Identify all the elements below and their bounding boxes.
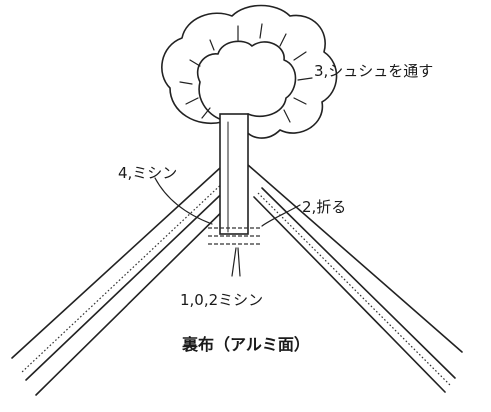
fabric-edge-left — [11, 167, 247, 396]
fabric-edge-right — [247, 164, 463, 393]
scrunchie — [161, 4, 338, 139]
label-step4: 4,ミシン — [118, 164, 177, 182]
label-step1: 1,0,2ミシン — [180, 291, 263, 309]
pointer-lines — [154, 177, 301, 277]
label-step2: 2,折る — [302, 198, 346, 216]
label-step3: 3,シュシュを通す — [314, 62, 433, 80]
label-fabric: 裏布（アルミ面） — [181, 335, 310, 354]
strap-tab — [208, 113, 262, 245]
